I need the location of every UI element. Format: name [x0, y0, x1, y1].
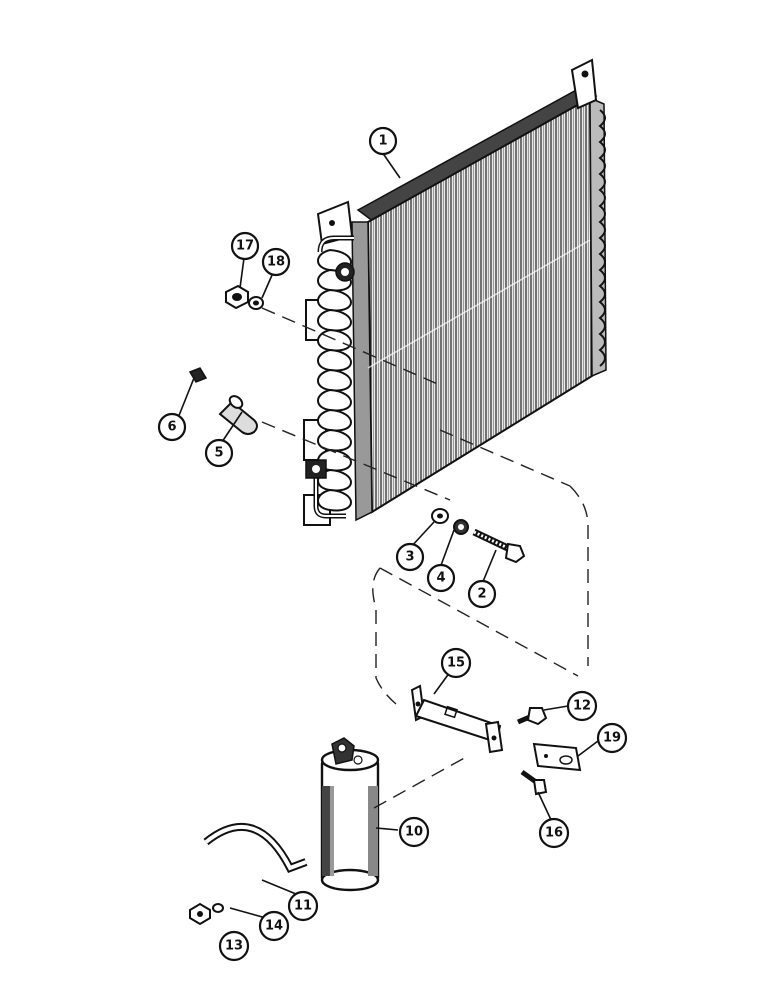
callout-label-18: 18: [267, 255, 285, 270]
callout-label-16: 16: [545, 826, 563, 841]
receiver-drier-10: [320, 737, 380, 892]
callout-15: 15: [440, 647, 472, 679]
callout-label-1: 1: [378, 134, 387, 149]
callout-label-14: 14: [265, 919, 283, 934]
nut-13: [189, 902, 211, 926]
callout-17: 17: [230, 231, 260, 261]
top-right-bracket: [570, 58, 598, 110]
lock-washer-4: [453, 519, 469, 535]
spacer-5: [218, 395, 258, 435]
outlet-fitting: [305, 459, 346, 519]
callout-18: 18: [261, 247, 291, 277]
callout-label-2: 2: [477, 587, 486, 602]
cap-screw-16: [520, 769, 548, 796]
inlet-fitting: [317, 235, 355, 282]
cap-screw-12: [517, 707, 548, 726]
callout-label-13: 13: [225, 939, 243, 954]
right-tube-bends: [598, 109, 606, 367]
callout-11: 11: [287, 890, 319, 922]
callout-label-5: 5: [214, 446, 223, 461]
callout-label-6: 6: [167, 420, 176, 435]
callout-10: 10: [398, 816, 430, 848]
callout-label-11: 11: [294, 899, 312, 914]
callout-5: 5: [204, 438, 234, 468]
callout-label-15: 15: [447, 656, 465, 671]
callout-label-10: 10: [405, 825, 423, 840]
flat-washer-3: [431, 508, 449, 524]
bracket-15: [410, 684, 504, 754]
nut-17: [225, 284, 249, 310]
strap-11: [203, 823, 308, 873]
callout-label-17: 17: [236, 239, 254, 254]
plate-19: [532, 742, 582, 772]
callout-1: 1: [368, 126, 398, 156]
callout-label-4: 4: [436, 571, 445, 586]
callout-16: 16: [538, 817, 570, 849]
callout-label-12: 12: [573, 699, 591, 714]
callout-12: 12: [566, 690, 598, 722]
callout-19: 19: [596, 722, 628, 754]
bolt-2: [472, 528, 526, 564]
washer-14: [212, 903, 224, 913]
callout-6: 6: [157, 412, 187, 442]
leader-lines: [177, 151, 603, 919]
callout-4: 4: [426, 563, 456, 593]
callout-13: 13: [218, 930, 250, 962]
callout-3: 3: [395, 542, 425, 572]
callout-label-19: 19: [603, 731, 621, 746]
lock-washer-18: [248, 296, 264, 310]
condenser-core: [303, 58, 607, 526]
callout-14: 14: [258, 910, 290, 942]
callout-label-3: 3: [405, 550, 414, 565]
callout-2: 2: [467, 579, 497, 609]
dashed-assembly-lines: [261, 307, 589, 809]
